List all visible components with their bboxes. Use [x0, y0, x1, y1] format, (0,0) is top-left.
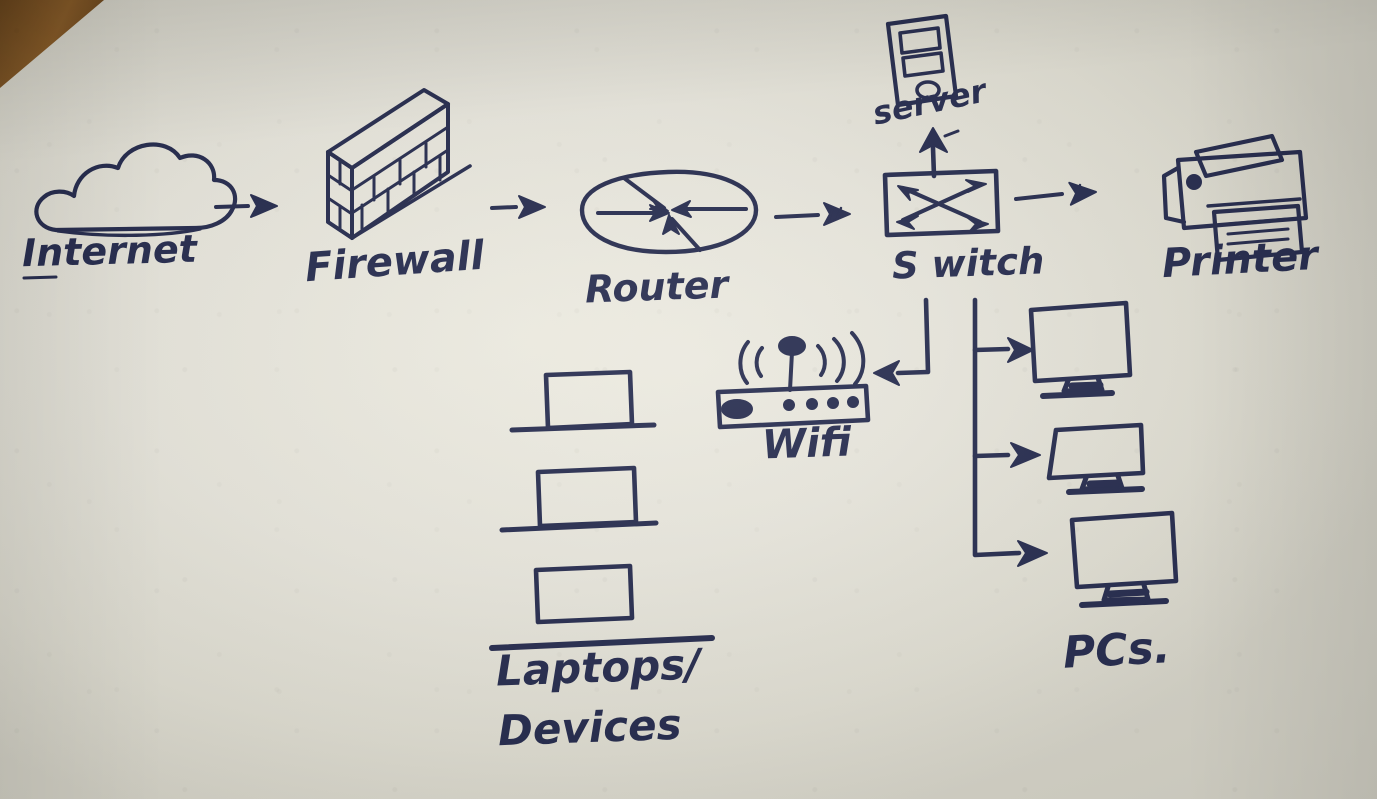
monitor-icon-1 — [1028, 300, 1133, 399]
connector-router-to-switch — [774, 202, 851, 226]
ellipse-icon — [579, 169, 759, 255]
monitor-icon-3 — [1069, 510, 1179, 608]
switch-icon — [882, 168, 1001, 238]
monitor-icon-2 — [1046, 422, 1146, 495]
laptop-icon-3 — [489, 563, 715, 651]
cloud-icon — [34, 142, 238, 238]
connector-switch-to-server — [919, 127, 960, 179]
connector-switch-to-printer — [1014, 180, 1098, 206]
connector-firewall-to-router — [490, 195, 546, 219]
connector-switch-to-wifi — [873, 297, 931, 386]
printer-icon — [1161, 133, 1309, 263]
server-tower-icon — [885, 13, 959, 108]
wifi-router-icon — [715, 331, 871, 430]
connector-switch-to-pcs-bus — [972, 297, 1022, 558]
internet-underline — [22, 275, 58, 280]
laptop-icon-1 — [509, 369, 657, 433]
brickwall-icon — [326, 88, 472, 240]
connector-internet-to-firewall — [214, 194, 278, 218]
laptop-icon-2 — [499, 465, 659, 533]
pc-branch-arrowheads — [1007, 337, 1048, 567]
